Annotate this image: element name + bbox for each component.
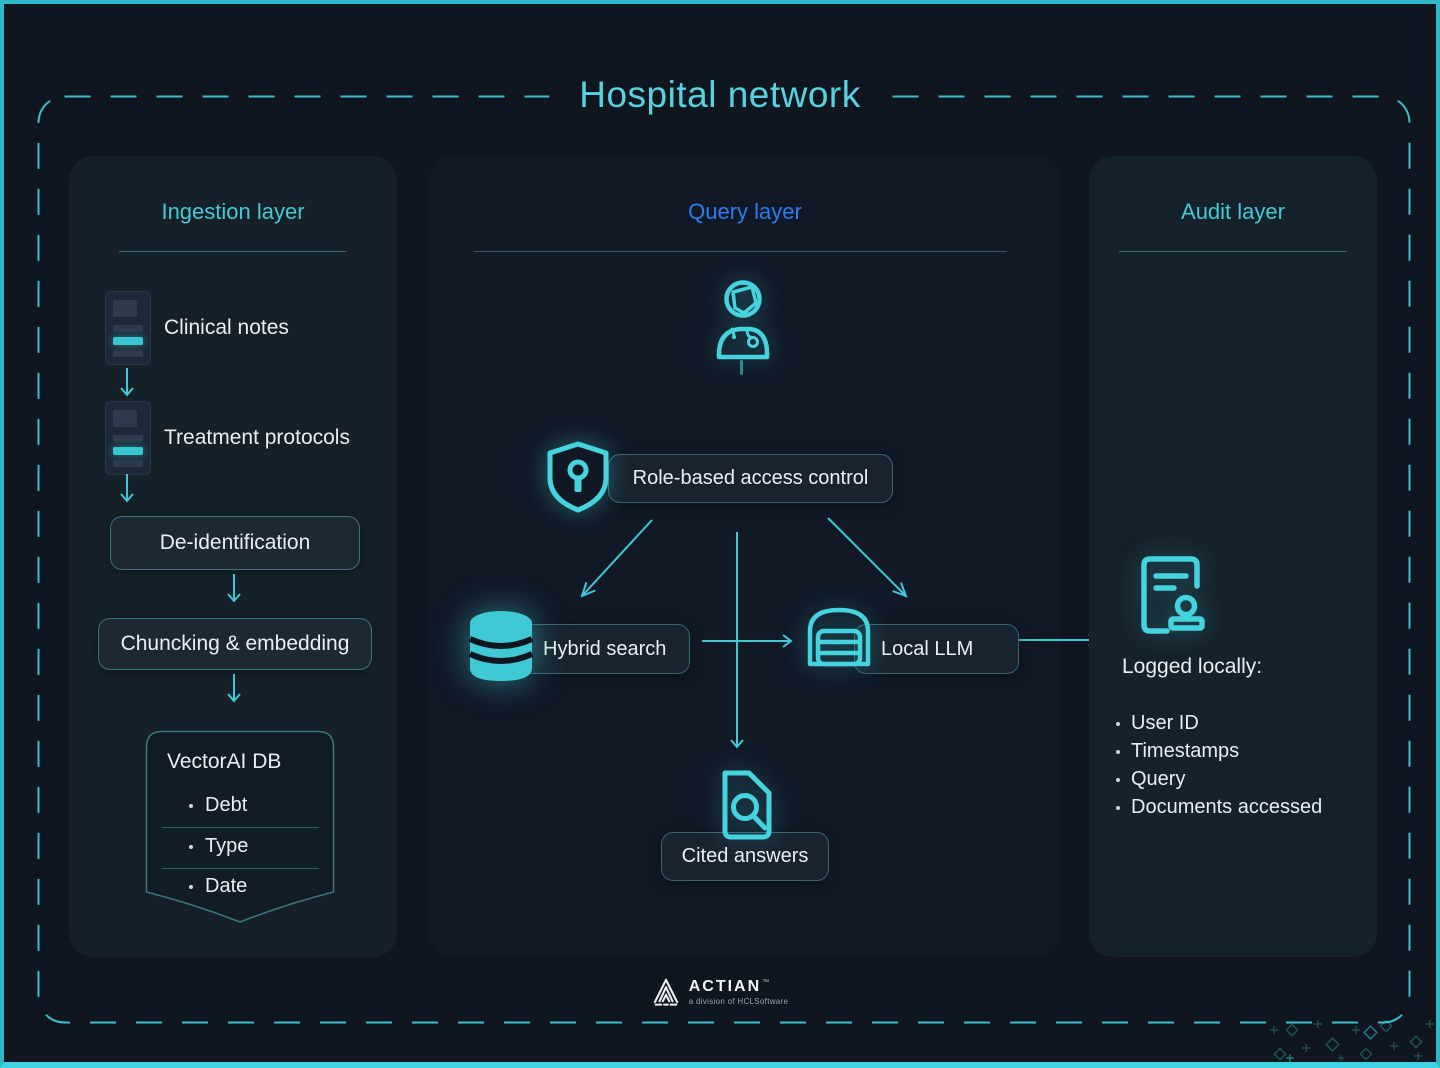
connector-tick xyxy=(740,360,743,375)
clinical-notes-node: Clinical notes xyxy=(105,291,289,365)
database-icon xyxy=(468,611,534,681)
document-icon xyxy=(105,291,151,365)
bullet-dot xyxy=(1116,777,1120,782)
vector-db-item-label: Date xyxy=(205,875,248,897)
doc-bar-highlight xyxy=(113,447,143,455)
vector-db-item: Date xyxy=(189,875,247,898)
bullet-dot xyxy=(189,803,193,808)
treatment-protocols-label: Treatment protocols xyxy=(164,426,350,449)
audit-item: User ID xyxy=(1116,712,1199,735)
bullet-dot xyxy=(189,844,193,849)
query-layer-panel: Query layer Role-based access control xyxy=(429,156,1061,957)
query-title-divider xyxy=(474,251,1007,252)
de-identification-node: De-identification xyxy=(110,516,360,570)
arrow-down-icon xyxy=(227,574,241,603)
audit-item-label: Documents accessed xyxy=(1131,796,1323,818)
doc-bar xyxy=(113,435,143,442)
ingestion-title-divider xyxy=(119,251,346,252)
doc-bar xyxy=(113,300,137,317)
clinical-notes-label: Clinical notes xyxy=(164,316,289,339)
vector-db-item: Debt xyxy=(189,794,247,817)
chunking-embedding-node: Chuncking & embedding xyxy=(98,618,372,670)
arrow-down-icon xyxy=(227,674,241,703)
audit-layer-title: Audit layer xyxy=(1181,199,1285,224)
audit-item: Documents accessed xyxy=(1116,796,1322,819)
arrow-down-icon xyxy=(120,368,134,397)
brand-footer: ACTIAN ™ a division of HCLSoftware xyxy=(4,976,1436,1008)
arrow-rbac-to-hybrid xyxy=(580,519,653,598)
clinician-icon xyxy=(716,280,770,360)
vector-db-node: VectorAI DB Debt Type Date xyxy=(145,730,335,928)
audit-item-label: Timestamps xyxy=(1131,740,1240,762)
arrow-rbac-to-llm xyxy=(827,517,908,598)
arrow-hybrid-to-llm xyxy=(702,634,793,648)
vector-db-item-label: Type xyxy=(205,835,249,857)
audit-log-icon xyxy=(1141,556,1205,634)
sparkle-pattern xyxy=(1270,1019,1434,1062)
vector-db-divider xyxy=(162,868,319,869)
doc-bar xyxy=(113,460,143,467)
audit-layer-panel: Audit layer Logged locally: User ID Time… xyxy=(1089,156,1377,957)
brand-name: ACTIAN xyxy=(688,978,762,995)
actian-logo-icon xyxy=(653,978,678,1006)
vector-db-item-label: Debt xyxy=(205,794,248,816)
brand-subtitle: a division of HCLSoftware xyxy=(688,997,789,1006)
shield-key-icon xyxy=(547,441,609,513)
doc-bar xyxy=(113,325,143,332)
ingestion-layer-title: Ingestion layer xyxy=(161,199,305,224)
audit-item-label: Query xyxy=(1131,768,1186,790)
audit-title-divider xyxy=(1119,251,1347,252)
arrow-rbac-to-cited xyxy=(730,532,744,749)
bullet-dot xyxy=(1116,749,1120,754)
bullet-dot xyxy=(1116,805,1120,810)
query-layer-title: Query layer xyxy=(688,199,802,224)
logged-locally-heading: Logged locally: xyxy=(1122,655,1263,678)
brand-trademark: ™ xyxy=(762,979,770,986)
server-icon xyxy=(807,607,871,667)
hybrid-search-node: Hybrid search xyxy=(516,624,690,674)
vector-db-shape xyxy=(145,730,335,923)
vector-db-divider xyxy=(162,827,319,828)
cited-answers-node: Cited answers xyxy=(661,832,829,881)
local-llm-node: Local LLM xyxy=(854,624,1019,674)
bullet-dot xyxy=(189,884,193,889)
document-search-icon xyxy=(722,770,772,840)
arrow-down-icon xyxy=(120,474,134,503)
audit-item: Query xyxy=(1116,768,1185,791)
diagram-title: Hospital network xyxy=(549,70,891,120)
vector-db-item: Type xyxy=(189,835,248,858)
doc-bar xyxy=(113,350,143,357)
treatment-protocols-node: Treatment protocols xyxy=(105,401,350,475)
doc-bar xyxy=(113,410,137,427)
document-icon xyxy=(105,401,151,475)
bullet-dot xyxy=(1116,721,1120,726)
ingestion-layer-panel: Ingestion layer Clinical notes Treatment xyxy=(69,156,397,957)
rbac-node: Role-based access control xyxy=(608,454,893,503)
audit-item: Timestamps xyxy=(1116,740,1239,763)
audit-item-label: User ID xyxy=(1131,712,1199,734)
vector-db-title: VectorAI DB xyxy=(167,750,282,773)
doc-bar-highlight xyxy=(113,337,143,345)
